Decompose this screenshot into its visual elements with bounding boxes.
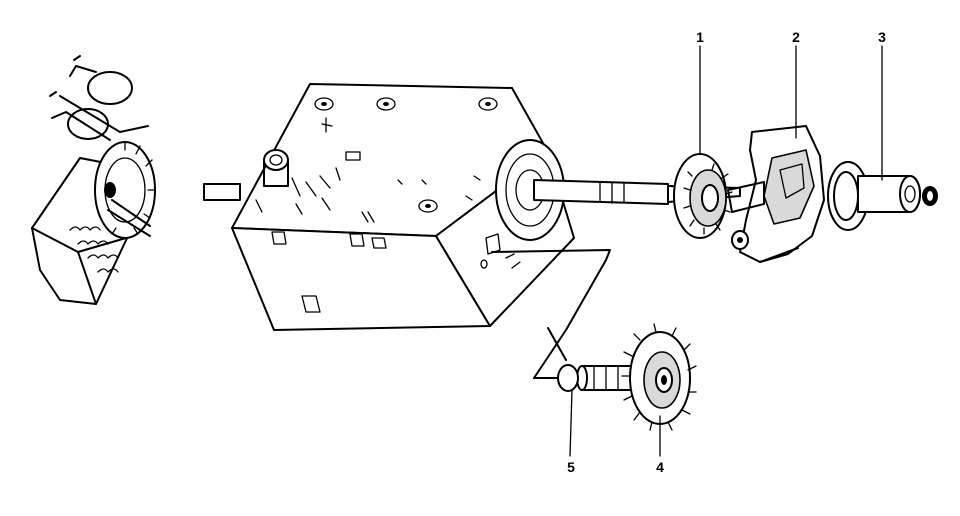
main-shaft: [533, 179, 741, 205]
callout-5: 5: [567, 459, 575, 475]
callout-1: 1: [696, 29, 704, 45]
part-2-cam-housing: [727, 125, 825, 263]
callout-leaders: [569, 45, 883, 457]
part-3-bushing-sleeve: [827, 161, 938, 231]
callout-2: 2: [792, 29, 800, 45]
part-4-drive-gear: [576, 323, 697, 431]
switch-contact-assembly: [31, 55, 156, 305]
part-1-toothed-washer: [673, 153, 733, 239]
callout-3: 3: [878, 29, 886, 45]
timer-motor-housing: [203, 83, 575, 331]
callout-4: 4: [656, 459, 664, 475]
part-5-cap: [491, 249, 611, 392]
